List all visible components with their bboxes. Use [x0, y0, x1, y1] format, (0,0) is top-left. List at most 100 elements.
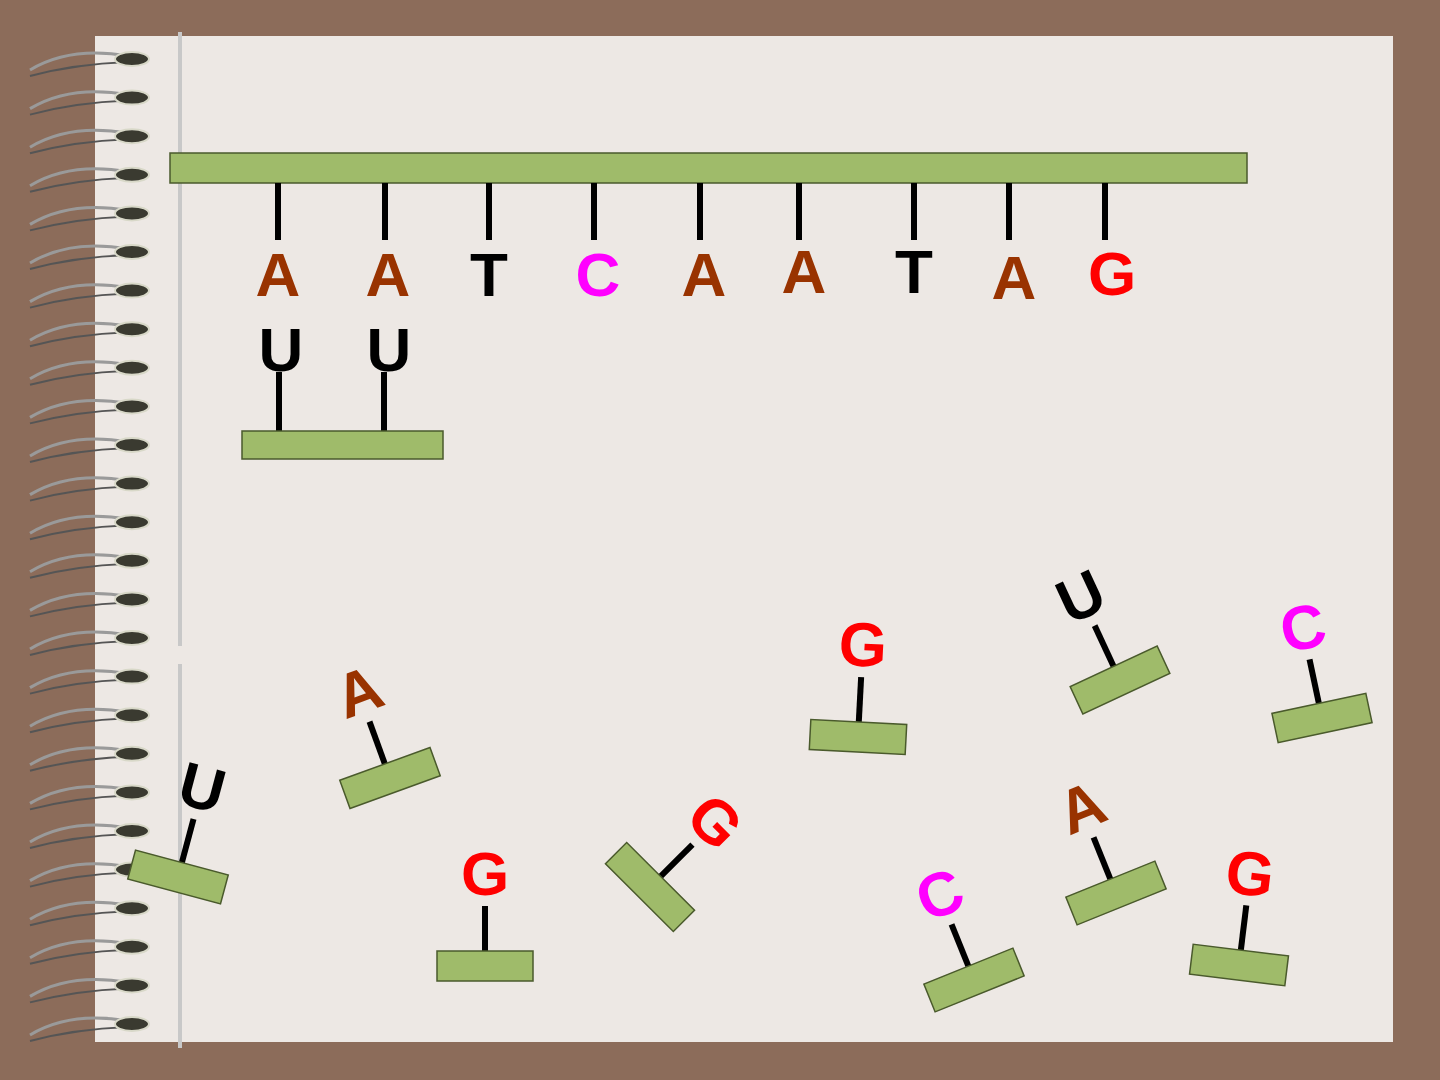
sugar-phosphate	[1272, 693, 1372, 742]
sugar-phosphate	[1190, 944, 1289, 985]
ring-hole	[115, 901, 149, 915]
base-stem	[1102, 183, 1108, 240]
ring-wire	[30, 246, 128, 263]
margin-line	[178, 32, 182, 646]
ring-wire	[30, 487, 128, 501]
ring-hole	[115, 824, 149, 838]
ring-hole	[115, 91, 149, 105]
nucleotide-base: A	[256, 244, 301, 306]
ring-hole	[115, 245, 149, 259]
nucleotide-base: U	[259, 319, 304, 381]
free-nucleotide	[1263, 649, 1372, 742]
ring-wire	[30, 950, 128, 964]
ring-hole	[115, 785, 149, 799]
ring-wire	[30, 285, 128, 302]
ring-wire	[30, 400, 128, 417]
ring-wire	[30, 1027, 128, 1041]
ring-hole	[115, 631, 149, 645]
free-nucleotide	[437, 906, 533, 981]
sugar-phosphate	[128, 850, 228, 904]
ring-hole	[115, 361, 149, 375]
dna-strand-backbone	[170, 153, 1247, 183]
ring-wire	[30, 362, 128, 379]
base-stem	[381, 372, 387, 432]
free-nucleotide	[324, 705, 440, 808]
ring-wire	[30, 795, 128, 809]
ring-hole	[115, 708, 149, 722]
ring-wire	[30, 786, 128, 803]
ring-hole	[115, 554, 149, 568]
free-nucleotide	[128, 807, 240, 904]
ring-hole	[115, 438, 149, 452]
nucleotide-base: U	[367, 319, 412, 381]
ring-wire	[30, 62, 128, 76]
ring-wire	[30, 988, 128, 1002]
ring-wire	[30, 169, 128, 186]
ring-hole	[115, 206, 149, 220]
ring-wire	[30, 873, 128, 887]
ring-wire	[30, 641, 128, 655]
ring-wire	[30, 825, 128, 842]
ring-hole	[115, 515, 149, 529]
ring-wire	[30, 332, 128, 346]
ring-wire	[30, 632, 128, 649]
base-stem	[859, 677, 861, 722]
free-nucleotide	[907, 906, 1024, 1012]
rna-strand-backbone	[242, 431, 443, 459]
base-stem	[697, 183, 703, 240]
ring-wire	[30, 979, 128, 996]
ring-wire	[30, 139, 128, 153]
ring-wire	[30, 834, 128, 848]
ring-wire	[30, 864, 128, 881]
nucleotide-base: A	[992, 247, 1037, 309]
ring-wire	[30, 371, 128, 385]
spiral-binding	[30, 52, 149, 1041]
ring-hole	[115, 1017, 149, 1031]
ring-wire	[30, 902, 128, 919]
sugar-phosphate	[437, 951, 533, 981]
ring-wire	[30, 255, 128, 269]
base-stem	[1241, 905, 1246, 950]
nucleotide-base: A	[782, 241, 827, 303]
ring-wire	[30, 748, 128, 765]
ring-wire	[30, 448, 128, 462]
base-stem	[1006, 183, 1012, 240]
ring-hole	[115, 940, 149, 954]
base-stem	[486, 183, 492, 240]
base-stem	[1095, 626, 1114, 667]
ring-hole	[115, 399, 149, 413]
nucleotide-base: G	[1088, 243, 1136, 305]
ring-wire	[30, 593, 128, 610]
base-stem	[275, 183, 281, 240]
ring-hole	[115, 592, 149, 606]
sugar-phosphate	[340, 747, 440, 808]
nucleotide-base: T	[895, 241, 933, 303]
ring-wire	[30, 680, 128, 694]
ring-wire	[30, 216, 128, 230]
ring-wire	[30, 323, 128, 340]
ring-hole	[115, 52, 149, 66]
base-stem	[182, 819, 194, 862]
nucleotide-base: T	[470, 244, 508, 306]
ring-wire	[30, 718, 128, 732]
ring-wire	[30, 516, 128, 533]
ring-wire	[30, 1018, 128, 1035]
nucleotide-base: C	[576, 244, 621, 306]
ring-wire	[30, 439, 128, 456]
ring-wire	[30, 130, 128, 147]
ring-wire	[30, 911, 128, 925]
base-stem	[276, 372, 282, 432]
ring-hole	[115, 477, 149, 491]
base-stem	[952, 924, 969, 966]
base-stem	[661, 845, 693, 877]
sugar-phosphate	[1066, 861, 1166, 925]
paper-sheet	[95, 36, 1393, 1042]
ring-wire	[30, 564, 128, 578]
ring-wire	[30, 101, 128, 115]
nucleotide-base: G	[837, 613, 888, 677]
nucleotide-base: A	[682, 244, 727, 306]
ring-hole	[115, 747, 149, 761]
ring-wire	[30, 555, 128, 572]
